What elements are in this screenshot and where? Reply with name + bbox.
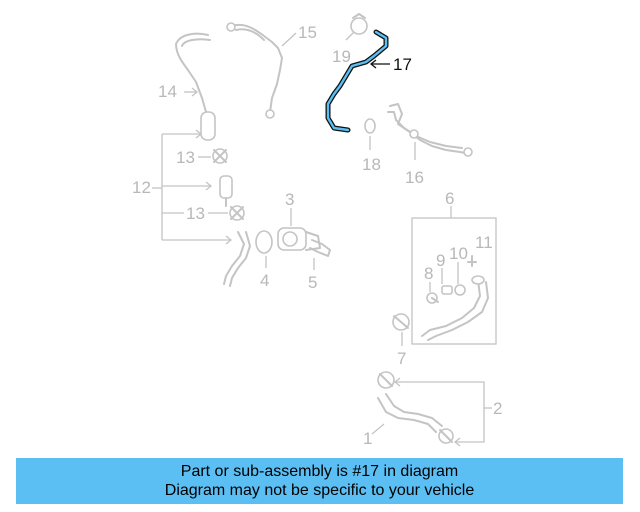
part-4-gasket — [255, 230, 273, 254]
banner-line-2: Diagram may not be specific to your vehi… — [164, 482, 475, 499]
part-13-clamp-upper — [212, 148, 228, 164]
parts-diagram: 15 14 12 13 13 — [132, 13, 502, 448]
callout-18: 18 — [362, 155, 381, 174]
part-11-clip — [467, 255, 477, 267]
callout-13a: 13 — [176, 148, 195, 167]
part-8-fitting — [426, 292, 439, 304]
part-3-housing — [277, 227, 321, 251]
callout-9: 9 — [436, 251, 445, 270]
callout-5: 5 — [308, 273, 317, 292]
part-16-hose — [387, 103, 473, 157]
bracket-2 — [393, 377, 492, 447]
part-6-hose — [421, 275, 489, 341]
callout-11: 11 — [475, 233, 493, 252]
part-5-pipe — [309, 239, 331, 257]
part-12-hose-lower — [223, 231, 251, 287]
group-6-box — [411, 217, 497, 345]
callout-14: 14 — [158, 82, 177, 101]
bracket-12 — [161, 129, 233, 245]
part-2-cap — [377, 371, 395, 389]
part-15-hose — [226, 22, 283, 119]
part-1-hose — [377, 393, 443, 433]
part-13-clamp-lower — [229, 205, 245, 221]
callout-4: 4 — [260, 271, 269, 290]
leader-1 — [371, 423, 385, 435]
callout-17: 17 — [393, 55, 412, 74]
leader-19 — [345, 31, 355, 41]
part-17-pipe-highlighted — [325, 29, 389, 133]
callout-2: 2 — [493, 399, 502, 418]
callout-1: 1 — [363, 429, 372, 448]
callout-3: 3 — [285, 190, 294, 209]
callout-10: 10 — [449, 244, 468, 263]
leader-15 — [281, 32, 297, 47]
part-12-fitting — [219, 175, 233, 207]
leader-14-arrow — [191, 87, 199, 97]
callout-7: 7 — [397, 349, 406, 368]
banner-line-1: Part or sub-assembly is #17 in diagram — [180, 463, 459, 480]
part-10-clamp — [454, 284, 466, 296]
leader-17-arrow — [369, 59, 377, 69]
part-2-clamp — [438, 428, 454, 444]
callout-19: 19 — [332, 47, 351, 66]
callout-13b: 13 — [186, 204, 205, 223]
part-19-cap — [350, 13, 368, 35]
callout-12: 12 — [132, 178, 151, 197]
callout-6: 6 — [445, 189, 454, 208]
callout-16: 16 — [405, 168, 424, 187]
part-18-clip — [364, 118, 376, 134]
part-9-clamp — [441, 285, 453, 295]
callout-15: 15 — [298, 23, 317, 42]
info-banner: Part or sub-assembly is #17 in diagram D… — [16, 458, 623, 504]
part-14-hose — [175, 32, 216, 141]
part-7-cap — [392, 313, 410, 331]
callout-8: 8 — [424, 264, 433, 283]
